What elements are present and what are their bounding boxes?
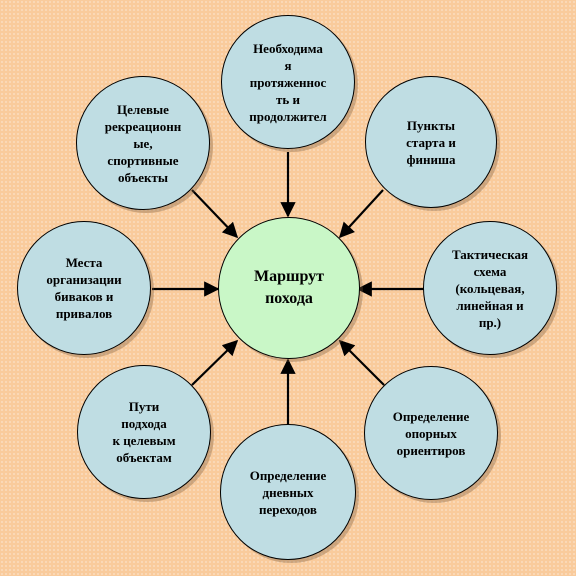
center-node-label: Маршрут похода [253,268,325,307]
node-bottom-label: Определение дневных переходов [249,467,327,517]
node-bottom: Определение дневных переходов [220,424,356,560]
node-bottom-left: Пути подхода к целевым объектам [77,365,211,499]
arrow-from-top-left [191,189,239,239]
arrow-from-top-right [338,189,384,239]
node-right-label: Тактическая схема (кольцевая, линейная и… [451,246,529,330]
arrow-from-bottom-right [338,339,385,386]
node-top: Необходима я протяженнос ть и продолжите… [221,15,355,149]
center-node-route: Маршрут похода [218,217,360,359]
node-bottom-right-label: Определение опорных ориентиров [392,408,470,458]
node-bottom-right: Определение опорных ориентиров [364,366,498,500]
node-right: Тактическая схема (кольцевая, линейная и… [423,221,557,355]
node-bottom-left-label: Пути подхода к целевым объектам [112,399,176,465]
node-top-right-label: Пункты старта и финиша [406,117,456,167]
node-top-left-label: Целевые рекреационн ые, спортивные объек… [104,101,182,185]
node-top-left: Целевые рекреационн ые, спортивные объек… [76,76,210,210]
arrow-from-bottom-left [191,339,239,386]
node-left: Места организации биваков и привалов [17,221,151,355]
node-top-label: Необходима я протяженнос ть и продолжите… [249,40,327,124]
node-left-label: Места организации биваков и привалов [46,255,122,321]
node-top-right: Пункты старта и финиша [365,76,497,208]
